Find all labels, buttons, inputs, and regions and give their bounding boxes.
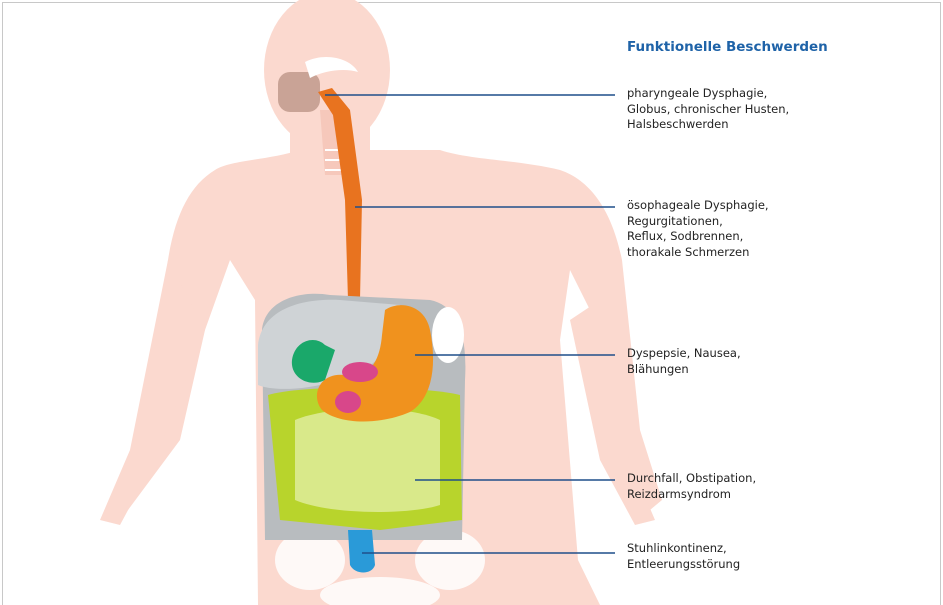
label-line: ösophageale Dysphagie, [627, 198, 769, 214]
complaint-label-rectum: Stuhlinkontinenz, Entleerungsstörung [627, 541, 740, 572]
label-line: Durchfall, Obstipation, [627, 471, 756, 487]
label-line: Blähungen [627, 362, 741, 378]
label-line: Stuhlinkontinenz, [627, 541, 740, 557]
small-intestine [295, 409, 440, 512]
complaint-label-esophagus: ösophageale Dysphagie, Regurgitationen, … [627, 198, 769, 260]
label-line: Globus, chronischer Husten, [627, 102, 789, 118]
label-line: thorakale Schmerzen [627, 245, 769, 261]
pancreas [342, 362, 378, 382]
label-line: Reizdarmsyndrom [627, 487, 756, 503]
complaint-label-pharynx: pharyngeale Dysphagie, Globus, chronisch… [627, 86, 789, 133]
label-line: Regurgitationen, [627, 214, 769, 230]
label-line: Reflux, Sodbrennen, [627, 229, 769, 245]
diagram-title: Funktionelle Beschwerden [627, 39, 828, 55]
label-line: Dyspepsie, Nausea, [627, 346, 741, 362]
label-line: Halsbeschwerden [627, 117, 789, 133]
label-line: pharyngeale Dysphagie, [627, 86, 789, 102]
label-line: Entleerungsstörung [627, 557, 740, 573]
complaint-label-stomach: Dyspepsie, Nausea, Blähungen [627, 346, 741, 377]
complaint-label-intestine: Durchfall, Obstipation, Reizdarmsyndrom [627, 471, 756, 502]
duodenum [335, 391, 361, 413]
rectum [348, 530, 375, 573]
